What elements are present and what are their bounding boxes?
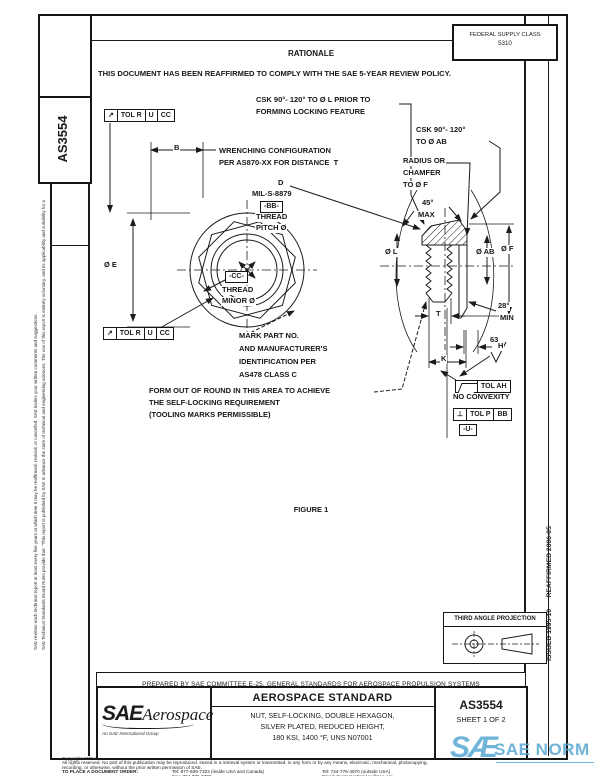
footer-tel-outside: Tel: 724-776-4970 (outside USA) [322, 769, 391, 775]
third-angle-projection-label: THIRD ANGLE PROJECTION [444, 613, 546, 627]
callout-form-2: THE SELF-LOCKING REQUIREMENT [148, 398, 281, 408]
footer-rights-1: All rights reserved. No part of this pub… [62, 760, 428, 766]
callout-csk-right-2: TO Ø AB [415, 137, 448, 147]
rationale-text: THIS DOCUMENT HAS BEEN REAFFIRMED TO COM… [98, 69, 451, 78]
doc-sheet: SHEET 1 OF 2 [456, 715, 506, 724]
callout-d-ref: D [277, 178, 285, 188]
watermark-rule [496, 762, 594, 763]
callout-form-1: FORM OUT OF ROUND IN THIS AREA TO ACHIEV… [148, 386, 332, 396]
doc-number: AS3554 [459, 698, 503, 712]
doc-title-1: NUT, SELF-LOCKING, DOUBLE HEXAGON, [250, 711, 395, 720]
title-block: SAEAerospace An SAE International Group … [96, 686, 528, 760]
footer-rights-2: recording, or otherwise, without the pri… [62, 764, 202, 770]
dim-dia-l-label: Ø L [384, 247, 399, 257]
doc-type-box: AEROSPACE STANDARD [211, 688, 434, 707]
callout-min: MIN [499, 313, 515, 323]
logo-tagline: An SAE International Group [102, 730, 159, 736]
sae-aerospace-logo: SAEAerospace An SAE International Group [102, 702, 213, 736]
callout-max: MAX [417, 210, 436, 220]
right-column-line-1 [524, 14, 526, 756]
header-divider [88, 40, 525, 42]
federal-supply-class-label: FEDERAL SUPPLY CLASS [469, 32, 541, 38]
dim-k-label: K [440, 354, 448, 364]
dim-dia-e-label: Ø E [103, 260, 118, 270]
dim-b-label: B [173, 143, 181, 153]
third-angle-projection-box: THIRD ANGLE PROJECTION [443, 612, 547, 664]
federal-supply-class-box: FEDERAL SUPPLY CLASS 5310 [452, 24, 558, 61]
callout-thread-lower-1: THREAD [221, 285, 255, 295]
callout-radius-1: RADIUS OR [402, 156, 447, 166]
callout-thread-upper-1: THREAD [255, 212, 289, 222]
callout-mil-spec: MIL-S-8879 [251, 189, 293, 199]
callout-csk-left-2: FORMING LOCKING FEATURE [255, 107, 367, 117]
sidebar-top-tab [38, 14, 92, 100]
logo-swoosh [102, 723, 194, 729]
runout-icon: ↗ [104, 328, 117, 339]
federal-supply-class-value: 5310 [498, 40, 512, 47]
callout-wrenching-2: PER AS870-XX FOR DISTANCE T [218, 158, 340, 168]
callout-wrenching-1: WRENCHING CONFIGURATION [218, 146, 332, 156]
rationale-title: RATIONALE [287, 49, 335, 58]
right-column-line-2 [548, 14, 549, 756]
aerospace-logo-text: Aerospace [142, 705, 214, 724]
dim-dia-f-label: Ø F [500, 244, 515, 254]
doc-title-3: 180 KSI, 1400 °F, UNS N07001 [272, 733, 373, 742]
datum-u: -U- [459, 424, 477, 436]
perpendicularity-icon: ⊥ [454, 409, 468, 420]
sae-logo-text: SAE [102, 702, 143, 725]
callout-deg45: 45° [421, 198, 435, 208]
callout-mark-1: MARK PART NO. [238, 331, 300, 341]
callout-no-convexity: NO CONVEXITY [452, 392, 511, 402]
callout-csk-right-1: CSK 90°- 120° [415, 125, 467, 135]
figure-caption: FIGURE 1 [293, 505, 329, 514]
callout-csk-left-1: CSK 90°- 120° TO Ø L PRIOR TO [255, 95, 372, 105]
title-block-divider-1 [210, 688, 212, 758]
callout-deg28: 28° [497, 301, 511, 311]
prepared-by-text: PREPARED BY SAE COMMITTEE E-25, GENERAL … [142, 681, 480, 688]
sae-norm-watermark: SÆ SAE NORM [450, 731, 598, 775]
sidebar-spec-number: AS3554 [55, 115, 70, 163]
sidebar-divider [88, 14, 90, 756]
dim-t-label: T [435, 309, 442, 319]
sidebar-spec-tab [38, 96, 92, 184]
callout-radius-2: CHAMFER [402, 168, 442, 178]
footer-order-label: TO PLACE A DOCUMENT ORDER: [62, 769, 139, 775]
footer-fax: Fax: 724-776-0790 [172, 774, 212, 776]
callout-mark-4: AS478 CLASS C [238, 370, 298, 380]
callout-thread-lower-2: MINOR Ø [221, 296, 256, 306]
title-block-divider-2 [434, 688, 436, 758]
datum-bb: -BB- [260, 201, 283, 213]
surface-finish-value: 63 [490, 335, 499, 344]
doc-type-text: AEROSPACE STANDARD [252, 692, 393, 704]
callout-form-3: (TOOLING MARKS PERMISSIBLE) [148, 410, 272, 420]
prepared-by-strip: PREPARED BY SAE COMMITTEE E-25, GENERAL … [96, 672, 526, 688]
issued-reaffirmed-text: ISSUED 1995-10 REAFFIRMED 2006-05 [546, 526, 553, 661]
runout-icon: ↗ [105, 110, 118, 121]
datum-cc: -CC- [225, 271, 248, 283]
watermark-mark: SÆ [450, 731, 498, 764]
callout-radius-3: TO Ø F [402, 180, 429, 190]
third-angle-projection-icon [452, 631, 539, 657]
dim-dia-ab-label: Ø AB [475, 247, 496, 257]
footer-email: Email: CustomerService@sae.org [322, 774, 393, 776]
callout-mark-2: AND MANUFACTURER'S [238, 344, 329, 354]
footer-tel-inside: Tel: 877-606-7323 (inside USA and Canada… [172, 769, 264, 775]
watermark-text: SAE NORM [494, 740, 590, 759]
callout-thread-upper-2: PITCH Ø [255, 223, 288, 233]
callout-mark-3: IDENTIFICATION PER [238, 357, 317, 367]
sidebar-rule [50, 245, 88, 246]
dim-h-label: H [497, 341, 505, 351]
doc-title-2: SILVER PLATED, REDUCED HEIGHT, [260, 722, 385, 731]
flatness-frame: TOL AH [455, 380, 511, 396]
